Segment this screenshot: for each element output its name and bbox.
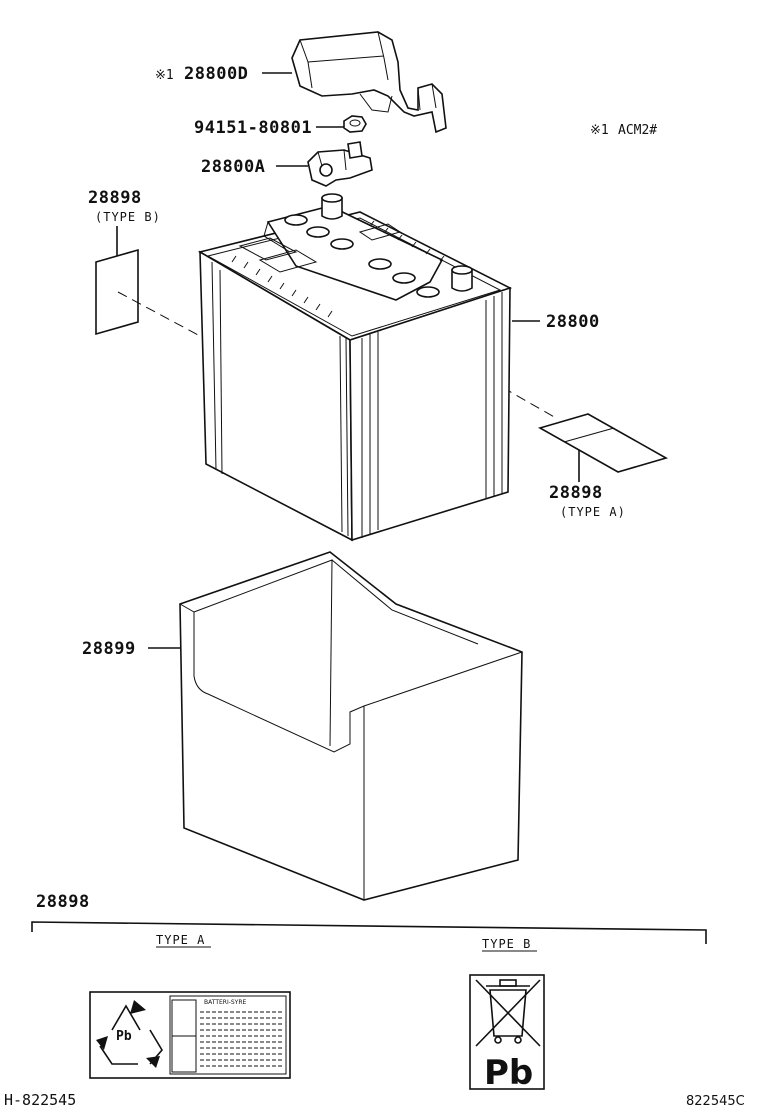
battery-tray[interactable] (179, 551, 523, 901)
terminal-nut[interactable] (343, 115, 367, 133)
battery-part-number[interactable]: 28800 (546, 312, 600, 332)
type-a-label-detail[interactable]: Pb BATTERI-SYRE (89, 991, 291, 1079)
detail-type-a: TYPE A (156, 933, 205, 947)
batteri-header: BATTERI-SYRE (204, 999, 247, 1006)
tray-part-number[interactable]: 28899 (82, 639, 136, 659)
detail-type-b: TYPE B (482, 937, 531, 951)
recycle-icon (96, 1000, 163, 1068)
label-b-part-number[interactable]: 28898 (88, 188, 142, 208)
crossed-bin-icon (475, 979, 541, 1047)
battery-terminal[interactable] (307, 141, 373, 187)
note-mark: ※1 (590, 123, 609, 138)
type-b-label-detail[interactable]: Pb (469, 974, 545, 1093)
label-sheet-type-a[interactable] (537, 413, 669, 473)
pb-small-symbol: Pb (116, 1029, 132, 1044)
detail-bracket (31, 921, 707, 944)
footer-code-right: 822545C (686, 1094, 745, 1109)
label-a-type: (TYPE A) (560, 505, 626, 519)
detail-part-number[interactable]: 28898 (36, 892, 90, 912)
cover-mark: ※1 (155, 68, 174, 83)
label-a-part-number[interactable]: 28898 (549, 483, 603, 503)
terminal-part-number[interactable]: 28800A (201, 157, 265, 177)
pb-large-symbol: Pb (484, 1053, 533, 1093)
cover-part-number[interactable]: 28800D (184, 64, 248, 84)
footer-code-left: H-822545 (4, 1091, 76, 1109)
label-sheet-type-b[interactable] (95, 248, 139, 336)
battery[interactable] (197, 193, 513, 542)
nut-part-number[interactable]: 94151-80801 (194, 118, 312, 138)
note-model: ACM2# (618, 123, 657, 138)
terminal-cover[interactable] (291, 31, 447, 134)
label-b-type: (TYPE B) (95, 210, 161, 224)
